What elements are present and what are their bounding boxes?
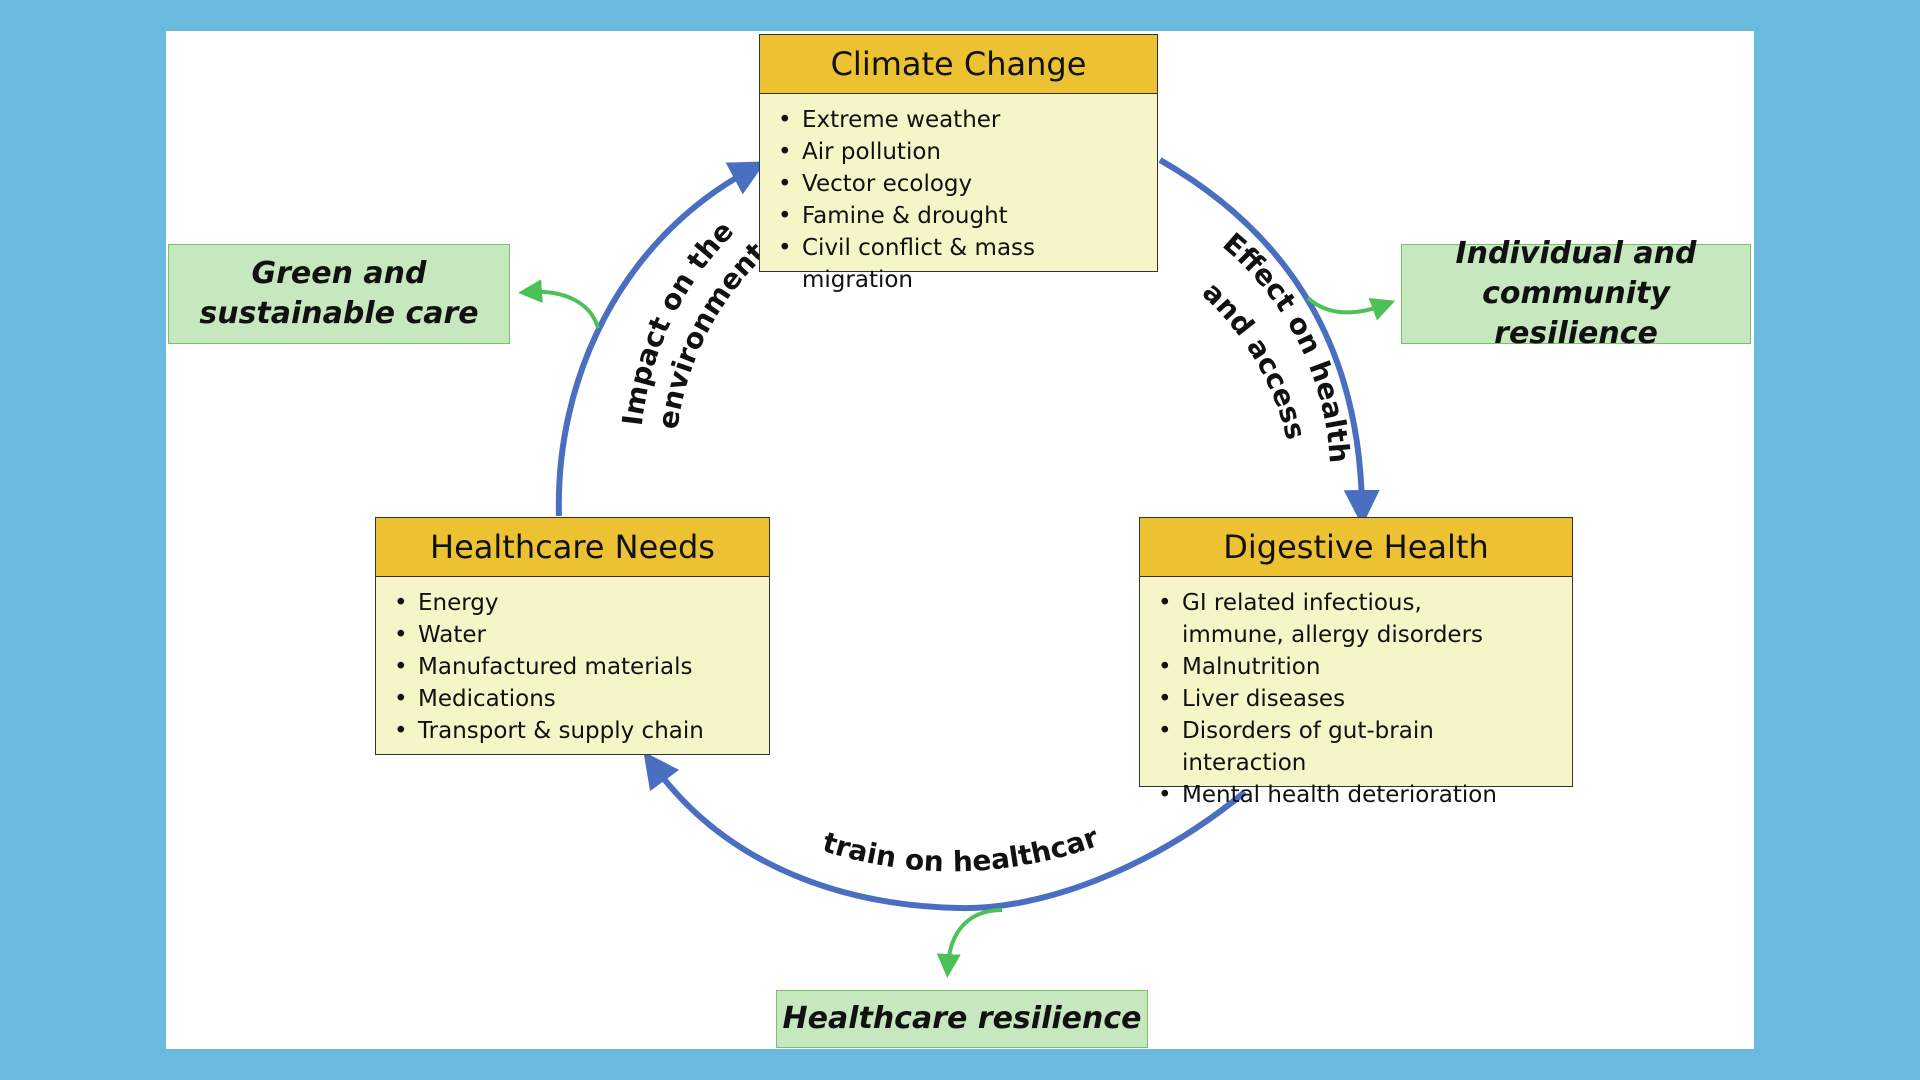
digestive-health-box: Digestive Health GI related infectious, … [1139, 517, 1573, 811]
climate-change-box: Climate Change Extreme weatherAir pollut… [759, 34, 1158, 293]
list-item: Mental health deterioration [1158, 779, 1554, 811]
healthcare-resilience-box: Healthcare resilience [776, 990, 1148, 1048]
list-item: Transport & supply chain [394, 715, 751, 747]
green-sustainable-care-box: Green and sustainable care [168, 244, 510, 344]
individual-resilience-box: Individual and community resilience [1401, 236, 1751, 351]
list-item: Civil conflict & mass migration [778, 232, 1139, 296]
climate-change-list: Extreme weatherAir pollutionVector ecolo… [760, 94, 1157, 308]
list-item: GI related infectious, immune, allergy d… [1158, 587, 1554, 651]
impact-arrow [555, 161, 766, 517]
list-item: Manufactured materials [394, 651, 751, 683]
green-care-arrow [518, 279, 600, 329]
digestive-health-title: Digestive Health [1140, 518, 1572, 577]
list-item: Air pollution [778, 136, 1139, 168]
list-item: Medications [394, 683, 751, 715]
individual-arrow [1306, 296, 1396, 321]
individual-resilience-text: Individual and community resilience [1455, 236, 1697, 351]
list-item: Malnutrition [1158, 651, 1554, 683]
list-item: Water [394, 619, 751, 651]
strain-arrow [643, 751, 1247, 912]
climate-change-title: Climate Change [760, 35, 1157, 94]
green-sustainable-care-text: Green and sustainable care [199, 256, 479, 331]
effect-arrow [1158, 157, 1380, 526]
list-item: Energy [394, 587, 751, 619]
healthcare-needs-title: Healthcare Needs [376, 518, 769, 577]
healthcare-needs-box: Healthcare Needs EnergyWaterManufactured… [375, 517, 770, 755]
list-item: Extreme weather [778, 104, 1139, 136]
list-item: Famine & drought [778, 200, 1139, 232]
healthcare-resilience-text: Healthcare resilience [782, 1001, 1142, 1036]
healthcare-resilience-arrow [936, 908, 1003, 978]
healthcare-needs-list: EnergyWaterManufactured materialsMedicat… [376, 577, 769, 759]
list-item: Vector ecology [778, 168, 1139, 200]
list-item: Disorders of gut-brain interaction [1158, 715, 1554, 779]
list-item: Liver diseases [1158, 683, 1554, 715]
digestive-health-list: GI related infectious, immune, allergy d… [1140, 577, 1572, 823]
